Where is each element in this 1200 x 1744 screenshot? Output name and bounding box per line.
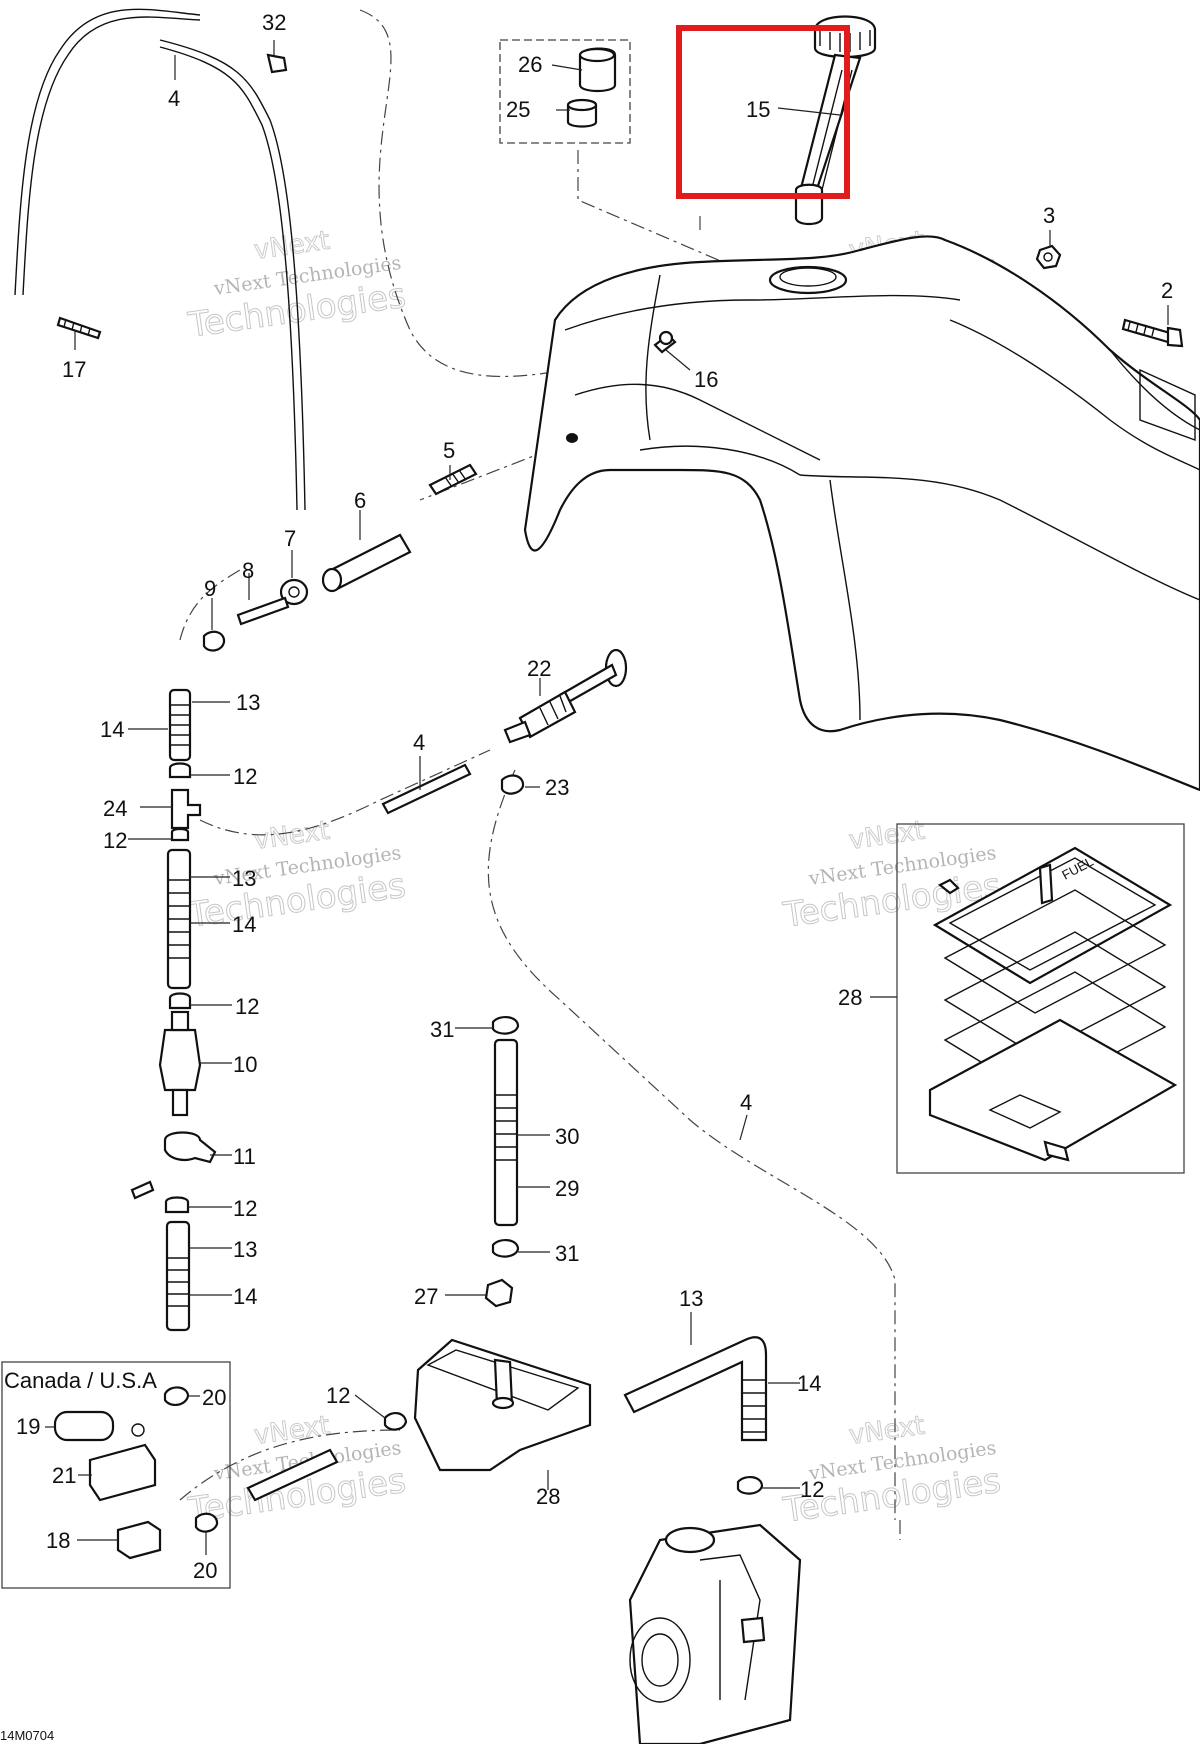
grommet-7: [279, 578, 309, 606]
hose-lower-left: [246, 1448, 339, 1502]
part-label-28: 28: [536, 1484, 560, 1509]
left-fuel-line: [130, 688, 217, 1406]
primer-22: [503, 648, 628, 744]
part-label-14: 14: [232, 912, 256, 937]
vent-hose-line: [199, 749, 491, 836]
part-label-24: 24: [103, 796, 127, 821]
clamp-9: [202, 630, 226, 652]
part-label-2: 2: [1161, 278, 1173, 303]
part-label-28: 28: [838, 985, 862, 1010]
fuel-sender-15: [794, 15, 877, 226]
part-label-12: 12: [800, 1477, 824, 1502]
tee-24: [170, 788, 202, 830]
part-label-13: 13: [233, 1237, 257, 1262]
watermark-ghost: vNext: [252, 816, 331, 856]
center-hose: [484, 1016, 520, 1308]
nut-3: [1035, 244, 1062, 270]
part-label-5: 5: [443, 438, 455, 463]
part-label-12: 12: [233, 1196, 257, 1221]
watermark-ghost: vNext: [252, 1411, 331, 1451]
part-label-32: 32: [262, 10, 286, 35]
primer-line-path: [487, 769, 896, 1520]
part-label-31: 31: [430, 1017, 454, 1042]
part-label-20: 20: [202, 1385, 226, 1410]
part-label-11: 11: [233, 1144, 256, 1169]
part-label-16: 16: [694, 367, 718, 392]
watermark-ghost: vNext: [847, 816, 926, 856]
part-label-3: 3: [1043, 203, 1055, 228]
filter-group: [499, 39, 631, 144]
part-label-14: 14: [797, 1371, 821, 1396]
upper-small-parts: [56, 53, 288, 340]
part-label-26: 26: [518, 52, 542, 77]
part-label-4: 4: [413, 730, 425, 755]
hose-line-upper: [179, 569, 241, 641]
nut-27: [484, 1278, 514, 1308]
region-box-label: Canada / U.S.A: [4, 1368, 157, 1393]
fuel-filter-10: [158, 1028, 202, 1092]
part-label-17: 17: [62, 357, 86, 382]
part-label-20: 20: [193, 1558, 217, 1583]
vent-line-path: [359, 9, 591, 378]
part-label-19: 19: [16, 1414, 40, 1439]
part-label-31: 31: [555, 1241, 579, 1266]
check-valve-5: [428, 463, 478, 496]
part-label-7: 7: [284, 526, 296, 551]
drawing-code: 14M0704: [0, 1728, 54, 1743]
part-label-22: 22: [527, 656, 551, 681]
carburetor: [628, 1523, 802, 1744]
spring-17: [56, 316, 102, 340]
clamp-23: [500, 774, 525, 795]
bolt-2: [1121, 318, 1184, 348]
gasket-19: [53, 1410, 115, 1442]
part-label-8: 8: [242, 558, 254, 583]
part-label-14: 14: [233, 1284, 257, 1309]
part-label-13: 13: [236, 690, 260, 715]
hose-4-mid: [381, 763, 472, 815]
pump-detail-box: FUEL: [896, 823, 1185, 1174]
part-label-23: 23: [545, 775, 569, 800]
vent-hose: [14, 8, 306, 511]
carb-hose: [623, 1336, 768, 1495]
part-label-13: 13: [679, 1286, 703, 1311]
part-label-27: 27: [414, 1284, 438, 1309]
valve-chain: [202, 463, 478, 652]
canada-usa-box: Canada / U.S.A: [1, 1361, 231, 1589]
part-label-29: 29: [555, 1176, 579, 1201]
valve-18: [116, 1520, 162, 1560]
part-label-4: 4: [168, 86, 180, 111]
leader-lines: [45, 40, 1169, 1555]
part-label-21: 21: [52, 1463, 76, 1488]
part-label-12: 12: [103, 828, 127, 853]
fuel-pump-28-lower: [383, 1338, 592, 1472]
highlight-box: [676, 25, 850, 199]
part-label-25: 25: [506, 97, 530, 122]
fuel-tank: [523, 235, 1200, 792]
clamp-11: [163, 1131, 217, 1164]
part-label-15: 15: [746, 97, 770, 122]
part-label-6: 6: [354, 488, 366, 513]
part-label-12: 12: [326, 1383, 350, 1408]
part-label-4: 4: [740, 1090, 752, 1115]
lower-line-path: [179, 1429, 401, 1501]
part-labels: 32 4 17 26 25 15 3 2 16 5 6 7 8 9 13 14 …: [16, 10, 1173, 1583]
vent-fitting-16: [653, 330, 677, 354]
part-label-12: 12: [233, 764, 257, 789]
part-label-30: 30: [555, 1124, 579, 1149]
part-label-18: 18: [46, 1528, 70, 1553]
fitting-8: [236, 596, 290, 626]
block-21: [88, 1443, 157, 1502]
clip-32: [266, 53, 288, 74]
part-label-14: 14: [100, 717, 124, 742]
part-label-13: 13: [232, 866, 256, 891]
part-label-10: 10: [233, 1052, 257, 1077]
watermark-ghost: vNext: [847, 1411, 926, 1451]
part-label-12: 12: [235, 994, 259, 1019]
part-label-9: 9: [204, 576, 216, 601]
